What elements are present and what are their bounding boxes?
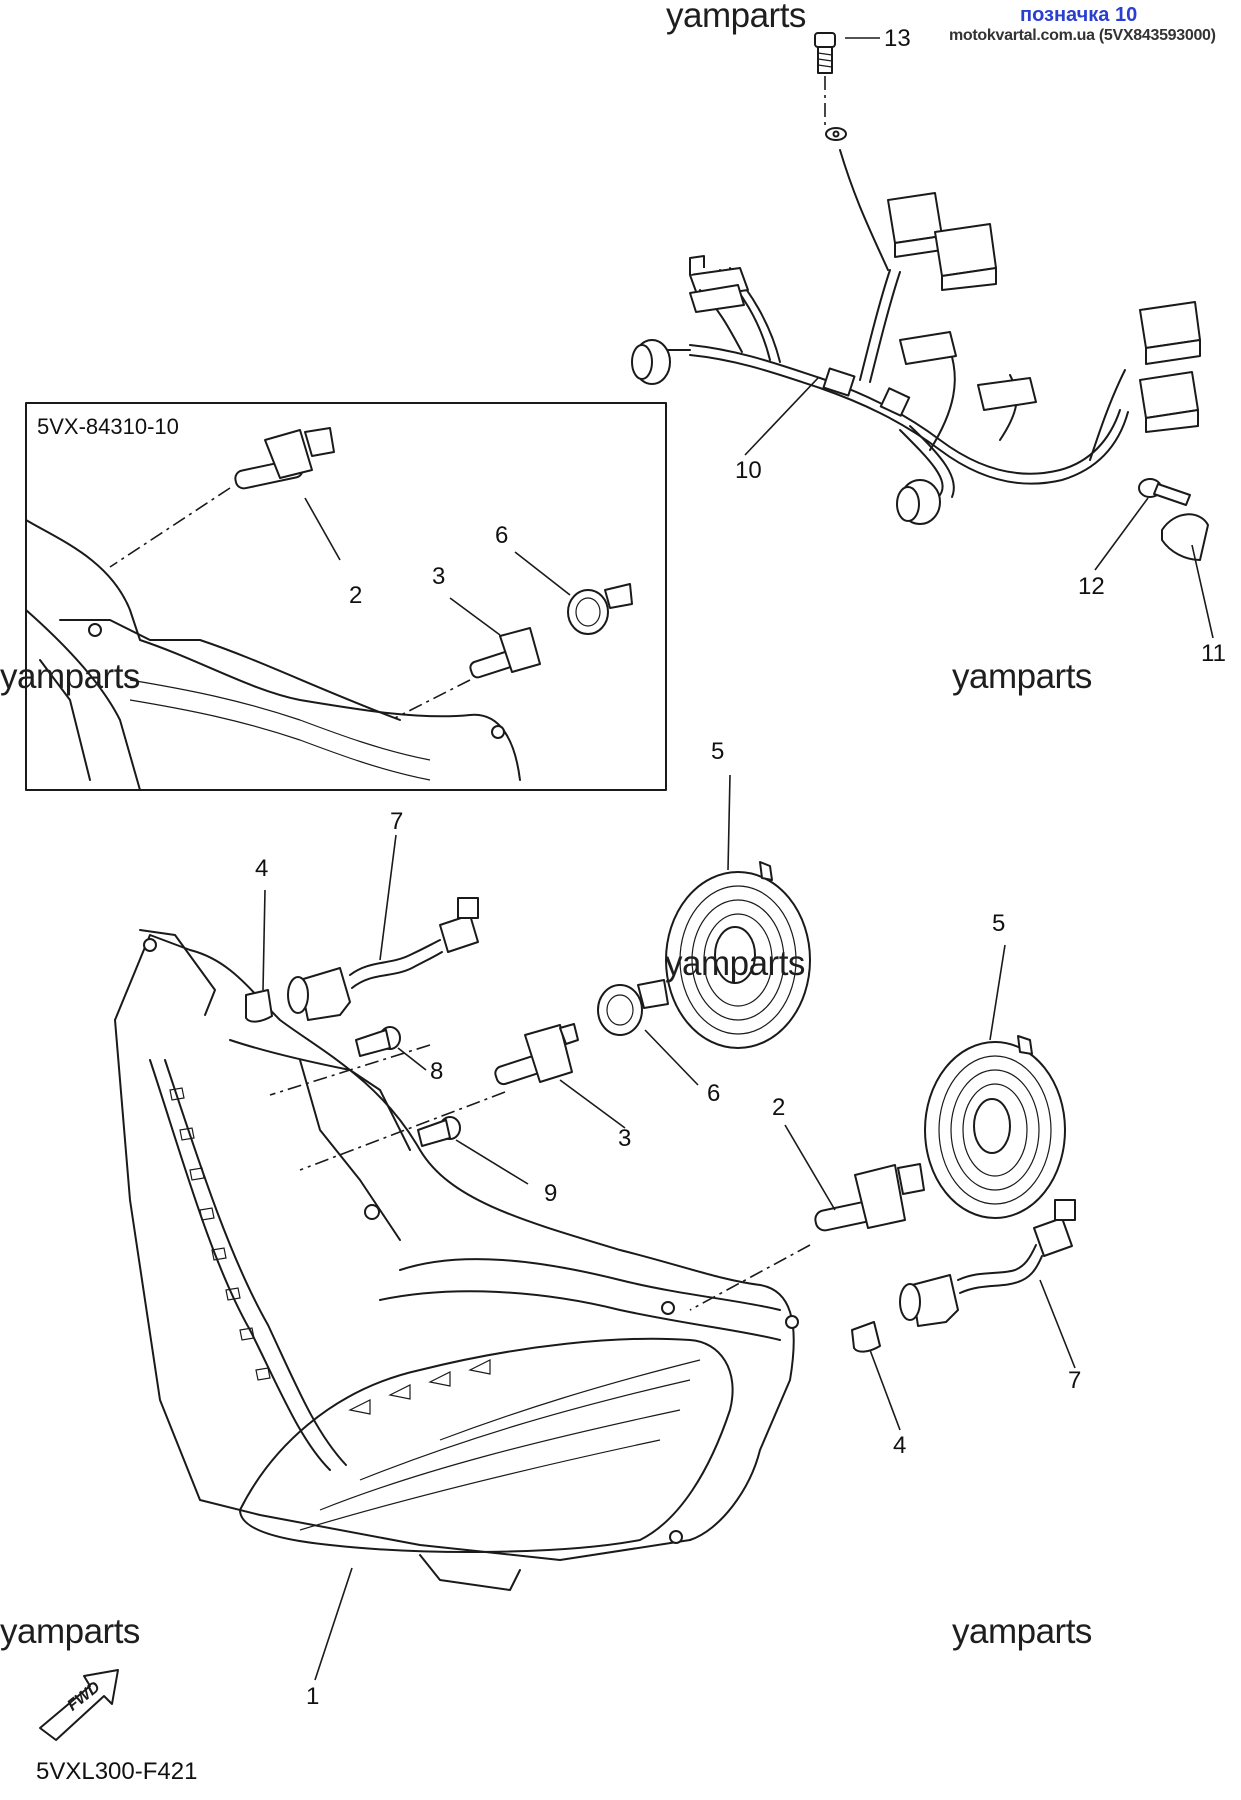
callout-13: 13: [884, 25, 911, 52]
callout-11: 11: [1201, 640, 1226, 667]
wiring-harness: [631, 127, 1201, 525]
diagram-code: 5VXL300-F421: [36, 1758, 198, 1785]
headlight-assembly: [114, 929, 799, 1591]
callout-4-right: 4: [893, 1432, 907, 1459]
bulb-3-main: [494, 1023, 579, 1086]
callout-6-main: 6: [707, 1080, 721, 1107]
callout-1: 1: [306, 1683, 320, 1710]
screw-9: [417, 1116, 461, 1147]
leader-lines: [262, 37, 1214, 1681]
watermark: yamparts: [0, 657, 140, 696]
watermark: yamparts: [952, 1612, 1092, 1651]
callout-7-left: 7: [390, 808, 404, 835]
cover-5-right: [924, 1035, 1066, 1219]
callout-3-main: 3: [618, 1125, 632, 1152]
site-label: позначка 10: [1020, 4, 1138, 26]
callout-4-left: 4: [255, 855, 269, 882]
callout-2-main: 2: [772, 1094, 786, 1121]
site-url: motokvartal.com.ua (5VX843593000): [949, 27, 1216, 44]
inset-frame: [25, 402, 667, 791]
inset-headlight: [25, 427, 633, 791]
callout-7-right: 7: [1068, 1367, 1082, 1394]
fwd-arrow-icon: [39, 1669, 119, 1741]
callout-3-inset: 3: [432, 563, 446, 590]
callout-5-right: 5: [992, 910, 1006, 937]
socket-6-main: [597, 979, 669, 1036]
callout-10: 10: [735, 457, 762, 484]
watermark: yamparts: [666, 0, 806, 35]
callout-5-top: 5: [711, 738, 725, 765]
bulb-4-right: [851, 1321, 881, 1353]
inset-label: 5VX-84310-10: [37, 414, 179, 439]
bulb-2-main: [814, 1163, 925, 1232]
callout-2-inset: 2: [349, 582, 363, 609]
clamp-11: [1161, 513, 1209, 561]
watermark: yamparts: [952, 657, 1092, 696]
callout-6-inset: 6: [495, 522, 509, 549]
callout-12: 12: [1078, 573, 1105, 600]
watermark: yamparts: [0, 1612, 140, 1651]
cover-5-top: [665, 861, 811, 1049]
socket-7-left: [287, 897, 479, 1021]
bolt-13: [814, 32, 836, 126]
watermark: yamparts: [665, 944, 805, 983]
callout-9: 9: [544, 1180, 558, 1207]
bulb-4-left: [245, 989, 273, 1023]
screw-8: [355, 1026, 401, 1057]
screw-12: [1138, 478, 1191, 506]
socket-7-right: [899, 1199, 1076, 1327]
callout-8: 8: [430, 1058, 444, 1085]
